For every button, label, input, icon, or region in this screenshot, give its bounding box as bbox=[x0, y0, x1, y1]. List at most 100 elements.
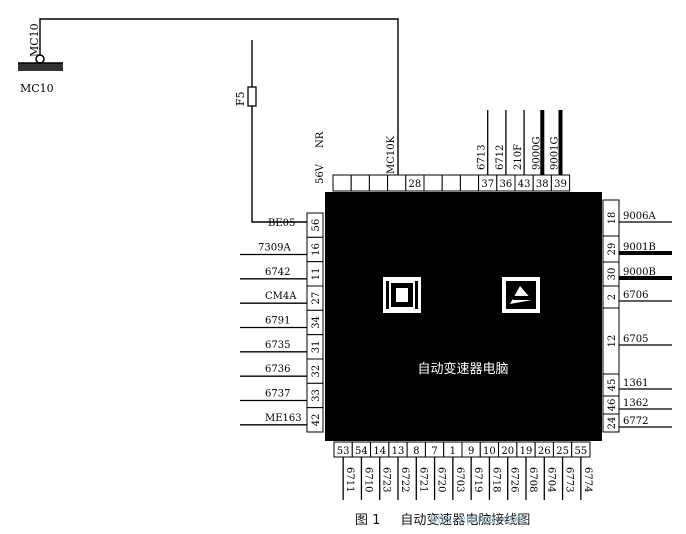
right-wire-label: 6705 bbox=[623, 334, 648, 345]
right-pin-number: 46 bbox=[607, 399, 618, 412]
top-pin-box bbox=[441, 174, 461, 192]
bottom-wire-label: 6726 bbox=[509, 467, 520, 492]
right-pin-number: 30 bbox=[607, 268, 618, 281]
left-wire-label: ME163 bbox=[265, 413, 302, 424]
top-wire-label: 210F bbox=[513, 144, 524, 170]
fuse-icon bbox=[247, 86, 257, 107]
bottom-wire-label: 6773 bbox=[564, 467, 575, 492]
bottom-pin-number: 19 bbox=[520, 446, 533, 457]
relay-icon bbox=[502, 277, 540, 313]
ground-icon bbox=[18, 54, 63, 71]
bottom-pin-number: 1 bbox=[450, 446, 456, 457]
right-wire-label: 1361 bbox=[623, 378, 648, 389]
top-pin-number: 28 bbox=[409, 179, 422, 190]
top-pin-number: 43 bbox=[518, 179, 531, 190]
bottom-pin-number: 13 bbox=[392, 446, 405, 457]
bottom-wire-label: 6721 bbox=[417, 467, 428, 492]
top-header-nr: NR bbox=[315, 131, 326, 148]
left-pin-number: 34 bbox=[311, 316, 322, 329]
top-pin-box bbox=[332, 174, 352, 192]
bottom-wire-label: 6719 bbox=[472, 467, 483, 492]
ic-chip-icon bbox=[383, 277, 421, 313]
bottom-wire-label: 6718 bbox=[490, 467, 501, 492]
bottom-wire-label: 6708 bbox=[527, 467, 538, 492]
top-pin-box bbox=[459, 174, 480, 192]
right-wire-label: 9000B bbox=[623, 267, 656, 278]
left-pin-box bbox=[306, 407, 324, 433]
bottom-pin-number: 7 bbox=[431, 446, 437, 457]
ground-top-label: MC10 bbox=[28, 23, 41, 57]
top-wire-label: 9000G bbox=[531, 137, 542, 170]
left-pin-number: 27 bbox=[311, 292, 322, 305]
top-pin-box bbox=[368, 174, 389, 192]
top-pin-box bbox=[350, 174, 370, 192]
left-pin-number: 56 bbox=[311, 219, 322, 232]
chip-body bbox=[325, 192, 602, 441]
left-wire-label: CM4A bbox=[265, 291, 297, 302]
bottom-pin-number: 8 bbox=[413, 446, 419, 457]
top-wire-label: 9001G bbox=[550, 137, 561, 170]
bottom-pin-number: 53 bbox=[337, 446, 350, 457]
left-wire-label: BE05 bbox=[268, 218, 295, 229]
caption-figure-number: 图 1 bbox=[355, 513, 381, 528]
right-pin-number: 12 bbox=[607, 335, 618, 348]
left-wire-label: 6736 bbox=[265, 364, 290, 375]
bottom-pin-number: 14 bbox=[373, 446, 386, 457]
fuse-label: F5 bbox=[234, 91, 247, 106]
bottom-wire-label: 6711 bbox=[344, 467, 355, 492]
top-pin-number: 37 bbox=[481, 179, 494, 190]
bottom-pin-number: 55 bbox=[574, 446, 587, 457]
left-wire-label: 6737 bbox=[265, 389, 290, 400]
right-wire-label: 9001B bbox=[623, 242, 656, 253]
right-wire-label: 6772 bbox=[623, 416, 648, 427]
bottom-pin-number: 20 bbox=[501, 446, 514, 457]
left-wire-label: 6735 bbox=[265, 340, 290, 351]
bottom-wire-label: 6723 bbox=[381, 467, 392, 492]
right-pin-number: 18 bbox=[607, 212, 618, 225]
left-pin-number: 11 bbox=[311, 267, 322, 280]
bottom-wire-label: 6704 bbox=[545, 467, 556, 492]
bottom-pin-number: 10 bbox=[483, 446, 496, 457]
bottom-pin-number: 9 bbox=[468, 446, 474, 457]
chip-label: 自动变速器电脑 bbox=[417, 361, 508, 377]
bottom-wire-label: 6710 bbox=[362, 467, 373, 492]
left-pin-number: 42 bbox=[311, 413, 322, 426]
left-pin-number: 33 bbox=[311, 389, 322, 402]
top-pin-box bbox=[423, 174, 443, 192]
bottom-wire-label: 6774 bbox=[582, 467, 593, 492]
bottom-pin-number: 26 bbox=[538, 446, 551, 457]
left-pin-number: 32 bbox=[311, 365, 322, 378]
watermark-text: bbs.ephua.com bbox=[430, 512, 524, 526]
bottom-pin-number: 25 bbox=[556, 446, 569, 457]
top-header-mc10k: MC10K bbox=[386, 135, 397, 174]
right-pin-number: 29 bbox=[607, 243, 618, 256]
right-wire-label: 1362 bbox=[623, 398, 648, 409]
right-pin-number: 24 bbox=[607, 417, 618, 430]
right-pin-number: 2 bbox=[607, 294, 618, 300]
left-wire-label: 6791 bbox=[265, 316, 290, 327]
right-wire-label: 9006A bbox=[623, 211, 656, 222]
left-wire-label: 6742 bbox=[265, 267, 290, 278]
bottom-wire-label: 6722 bbox=[399, 467, 410, 492]
right-pin-box bbox=[602, 413, 620, 433]
top-pin-box bbox=[387, 174, 407, 192]
bottom-pin-number: 54 bbox=[355, 446, 368, 457]
top-wire-label: 6712 bbox=[495, 145, 506, 170]
right-wire-label: 6706 bbox=[623, 290, 648, 301]
top-wire-label: 6713 bbox=[477, 145, 488, 170]
ground-label: MC10 bbox=[20, 82, 54, 95]
bottom-wire-label: 6720 bbox=[436, 467, 447, 492]
left-pin-number: 31 bbox=[311, 340, 322, 353]
caption-title: 自动变速器电脑接线图 bbox=[400, 513, 531, 528]
top-pin-number: 36 bbox=[500, 179, 513, 190]
left-wire-label: 7309A bbox=[258, 243, 291, 254]
top-header-56v: 56V bbox=[315, 163, 326, 184]
bottom-wire-label: 6703 bbox=[454, 467, 465, 492]
top-pin-number: 39 bbox=[554, 179, 567, 190]
diagram-caption: 图 1 自动变速器电脑接线图 bbox=[355, 509, 530, 528]
top-pin-number: 38 bbox=[536, 179, 549, 190]
right-pin-number: 45 bbox=[607, 379, 618, 392]
ground-circuit bbox=[39, 18, 399, 223]
